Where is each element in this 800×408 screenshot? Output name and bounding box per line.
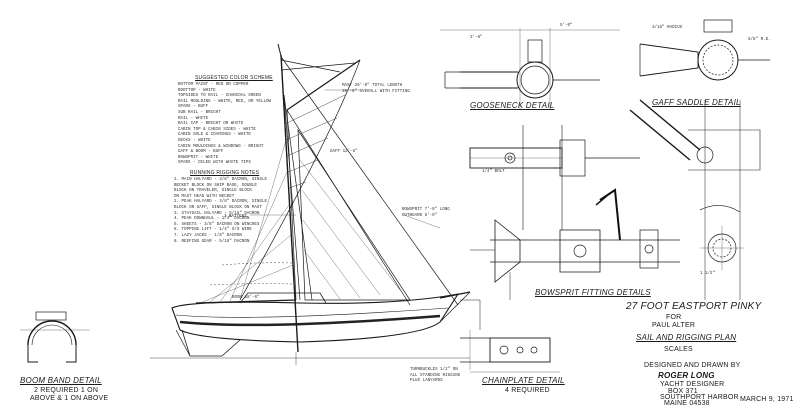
bowsprit-detail-title: BOWSPRIT FITTING DETAILS	[535, 288, 651, 297]
dim-f: 3/16" RADIUS	[652, 26, 683, 30]
rigging-notes: 1. MAIN HALYARD - 3/8" DACRON, SINGLE BE…	[174, 178, 267, 244]
drawing-date: MARCH 9, 1971	[740, 396, 794, 403]
gooseneck-detail	[440, 28, 620, 110]
rigging-notes-heading: RUNNING RIGGING NOTES	[190, 170, 260, 176]
designer-town: SOUTHPORT HARBOR	[660, 394, 739, 401]
jib	[297, 128, 411, 301]
dim-d: 5/8" R.D.	[748, 38, 771, 42]
boom-band-detail-sub: 2 REQUIRED 1 ON	[34, 387, 99, 394]
gaff	[286, 59, 361, 111]
color-scheme-heading: SUGGESTED COLOR SCHEME	[195, 75, 273, 81]
bowsprit-callout: BOWSPRIT 7'-0" LONG OUTBOARD 5'-0"	[402, 208, 450, 218]
dim-a: 3'-8"	[470, 36, 483, 40]
gaff-saddle-detail	[629, 19, 770, 300]
boom-band-detail	[20, 311, 90, 363]
boom-callout: BOOM 18'-6"	[232, 296, 260, 300]
client-name: PAUL ALTER	[652, 322, 696, 329]
jib-stay	[286, 109, 411, 306]
bowsprit-fitting	[460, 188, 744, 330]
chainplate-detail-title: CHAINPLATE DETAIL	[482, 376, 565, 385]
designer-state: MAINE 04538	[664, 400, 710, 407]
mainsail-leech	[239, 59, 361, 301]
for-label: FOR	[666, 314, 682, 321]
turnbuckles-callout: TURNBUCKLES 1/2" ON ALL STANDING RIGGING…	[410, 368, 461, 384]
gooseneck-detail-title: GOOSENECK DETAIL	[470, 101, 555, 110]
designer-line: DESIGNED AND DRAWN BY	[644, 362, 741, 369]
gaff-callout: GAFF 12'-6"	[330, 150, 358, 154]
battens-callout: 3 BATTENS	[224, 215, 247, 219]
forestay	[281, 57, 459, 306]
designer-box: BOX 371	[668, 388, 698, 395]
mast	[280, 54, 299, 353]
dim-c: 1/4" BOLT	[482, 170, 505, 174]
chainplate-detail	[460, 330, 560, 373]
drawing-title: 27 FOOT EASTPORT PINKY	[626, 301, 762, 312]
scales-label: SCALES	[664, 346, 693, 353]
gooseneck-side	[469, 125, 640, 230]
color-scheme-notes: BOTTOM PAINT - RED OR COPPER BOOTTOP - W…	[178, 83, 271, 166]
dim-e: 1 1/2"	[700, 272, 716, 276]
gaff-saddle-detail-title: GAFF SADDLE DETAIL	[652, 98, 741, 107]
designer-role: YACHT DESIGNER	[660, 381, 725, 388]
boom-band-detail-sub2: ABOVE & 1 ON ABOVE	[30, 395, 109, 402]
plan-name: SAIL AND RIGGING PLAN	[636, 333, 737, 342]
mast-callout: MAST 29'-0" TOTAL LENGTH 30'-0" OVERALL …	[342, 84, 410, 94]
boom-band-detail-title: BOOM BAND DETAIL	[20, 376, 102, 385]
designer-name: ROGER LONG	[658, 371, 715, 380]
chainplate-detail-sub: 4 REQUIRED	[505, 387, 550, 394]
dim-b: 5'-0"	[560, 24, 573, 28]
